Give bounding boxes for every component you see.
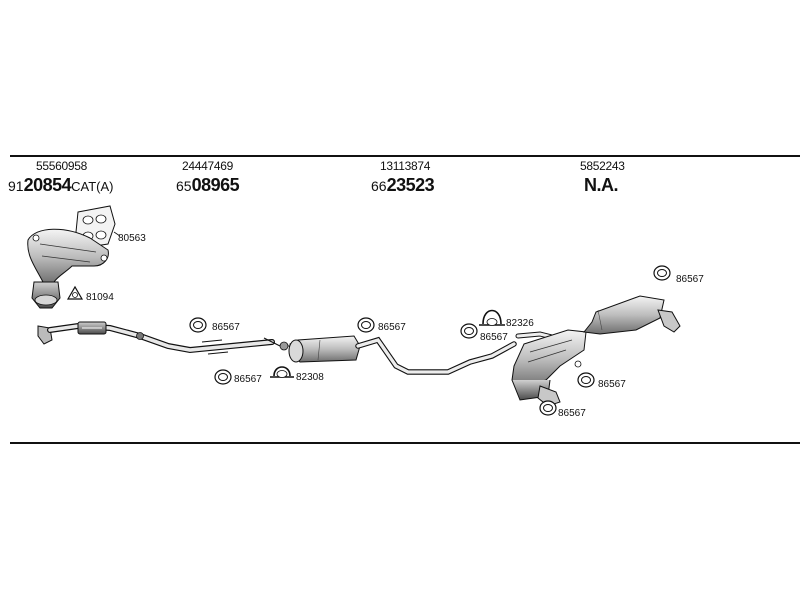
section-2-part-number: 6508965 — [176, 175, 240, 195]
rubber-hanger-rear-top — [653, 265, 671, 281]
section-2-part-prefix: 65 — [176, 178, 192, 194]
callout-86567-middle: 86567 — [378, 322, 406, 333]
callout-86567-front-pipe: 86567 — [212, 322, 240, 333]
callout-82308: 82308 — [296, 372, 324, 383]
pipe-clamp-front — [270, 366, 294, 378]
callout-82326: 82326 — [506, 318, 534, 329]
rubber-hanger-rear-left — [460, 323, 478, 339]
intermediate-pipe — [355, 336, 517, 375]
callout-86567-rear-top: 86567 — [676, 274, 704, 285]
rubber-hanger-front-pipe-lower — [214, 369, 232, 385]
front-pipe — [37, 321, 281, 355]
section-3-part-main: 23523 — [386, 175, 435, 195]
section-1-part-number: 9120854CAT(A) — [8, 176, 114, 195]
section-1-oe-number: 55560958 — [36, 159, 87, 173]
section-4-part-main: N.A. — [584, 175, 619, 195]
callout-86567-rear-right: 86567 — [598, 379, 626, 390]
section-4-part-number: N.A. — [584, 175, 619, 195]
manifold-catalyst — [27, 228, 109, 309]
bottom-divider — [10, 442, 800, 444]
top-divider — [10, 155, 800, 157]
rear-silencer — [511, 295, 681, 407]
pipe-clamp-rear — [479, 309, 505, 326]
callout-86567-rear-left: 86567 — [480, 332, 508, 343]
section-1-part-prefix: 91 — [8, 178, 24, 194]
leader-80563 — [113, 231, 121, 237]
rubber-hanger-middle — [357, 317, 375, 333]
catalyst-gasket — [66, 285, 84, 300]
middle-silencer — [279, 335, 361, 363]
section-3-oe-number: 13113874 — [380, 159, 431, 173]
section-2-part-main: 08965 — [191, 175, 240, 195]
rubber-hanger-rear-right — [577, 372, 595, 388]
section-3-part-number: 6623523 — [371, 175, 435, 195]
section-3-part-prefix: 66 — [371, 178, 387, 194]
section-1-part-main: 20854 — [23, 175, 72, 195]
rubber-hanger-rear-bottom — [539, 400, 557, 416]
callout-86567-front-pipe-lower: 86567 — [234, 374, 262, 385]
section-4-oe-number: 5852243 — [580, 159, 625, 173]
section-2-oe-number: 24447469 — [182, 159, 233, 173]
rubber-hanger-front-pipe — [189, 317, 207, 333]
section-1-part-suffix: CAT(A) — [71, 179, 114, 194]
callout-80563: 80563 — [118, 233, 146, 244]
callout-81094: 81094 — [86, 292, 114, 303]
callout-86567-rear-bottom: 86567 — [558, 408, 586, 419]
